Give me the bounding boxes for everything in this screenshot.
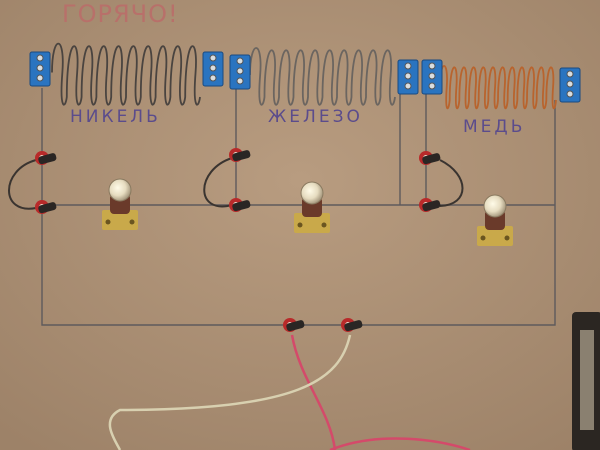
warning-text: ГОРЯЧО! — [62, 0, 179, 28]
label-copper: МЕДЬ — [463, 117, 525, 137]
socket[interactable] — [419, 198, 441, 212]
terminal-block — [559, 67, 581, 103]
plug — [232, 150, 251, 162]
lamps — [102, 178, 513, 246]
screw-icon — [566, 90, 574, 98]
screw-icon — [36, 74, 44, 82]
label-iron: ЖЕЛЕЗО — [268, 107, 363, 127]
screw-icon — [428, 82, 436, 90]
terminal-block — [421, 59, 443, 95]
screw-icon — [566, 70, 574, 78]
lamp — [102, 178, 138, 230]
coil-copper — [439, 64, 557, 110]
terminal-block — [202, 51, 224, 87]
screw-icon — [404, 82, 412, 90]
screw-icon — [428, 62, 436, 70]
terminal-block — [397, 59, 419, 95]
lamp — [294, 181, 330, 233]
screw-icon — [236, 67, 244, 75]
terminal-block — [29, 51, 51, 87]
bulb-icon — [300, 181, 324, 205]
plug — [422, 200, 441, 212]
screw-icon — [36, 54, 44, 62]
screw-icon — [209, 74, 217, 82]
coil-nickel — [51, 42, 201, 106]
socket[interactable] — [419, 151, 441, 165]
socket[interactable] — [35, 151, 57, 165]
label-nickel: НИКЕЛЬ — [70, 107, 161, 127]
plug — [344, 320, 363, 332]
screw-icon — [566, 80, 574, 88]
brass-plate — [102, 210, 138, 230]
screw-icon — [209, 64, 217, 72]
edge-device-scale — [580, 330, 594, 430]
plug — [422, 153, 441, 165]
screw-icon — [236, 77, 244, 85]
plug — [286, 320, 305, 332]
lamp — [477, 194, 513, 246]
plug — [232, 200, 251, 212]
terminal-blocks — [29, 51, 581, 103]
screw-icon — [404, 72, 412, 80]
screw-icon — [209, 54, 217, 62]
screw-icon — [36, 64, 44, 72]
terminal-block — [229, 54, 251, 90]
screw-icon — [428, 72, 436, 80]
socket[interactable] — [35, 200, 57, 214]
bulb-icon — [108, 178, 132, 202]
socket[interactable] — [229, 148, 251, 162]
brass-plate — [477, 226, 513, 246]
coil-iron — [249, 47, 396, 106]
coils — [51, 42, 557, 110]
socket[interactable] — [283, 318, 305, 332]
socket[interactable] — [341, 318, 363, 332]
brass-plate — [294, 213, 330, 233]
plug — [38, 153, 57, 165]
screw-icon — [236, 57, 244, 65]
sockets — [35, 148, 441, 332]
socket[interactable] — [229, 198, 251, 212]
plug — [38, 202, 57, 214]
screw-icon — [404, 62, 412, 70]
jumper-wires — [8, 157, 471, 450]
bulb-icon — [483, 194, 507, 218]
